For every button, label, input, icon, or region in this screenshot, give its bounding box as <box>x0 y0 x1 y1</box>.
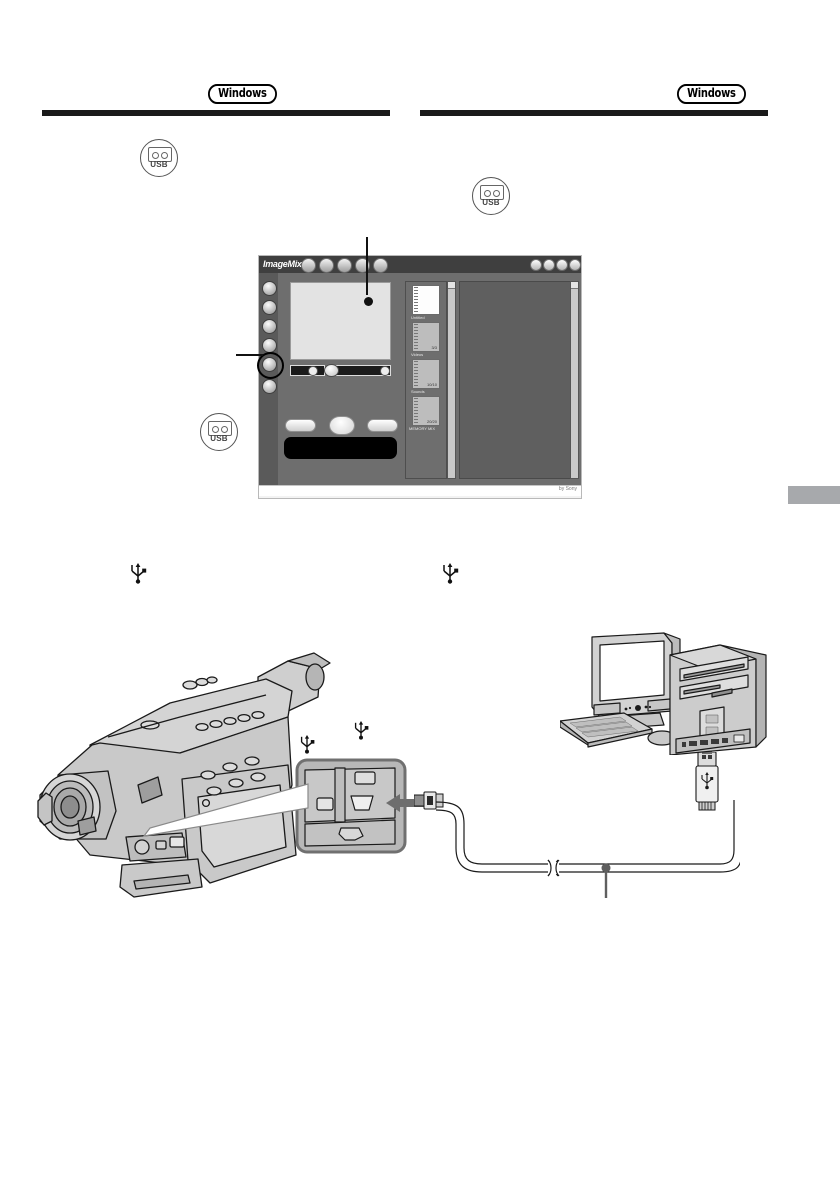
sidebar-highlight-ring <box>257 352 284 379</box>
status-display <box>284 437 397 459</box>
position-slider-knob[interactable] <box>380 366 390 376</box>
usb-cassette-icon-right: USB <box>472 177 510 215</box>
album-thumbnail[interactable]: 3/3 <box>412 322 440 352</box>
column-rule-right <box>420 110 768 116</box>
imagemixer-titlebar: ImageMixer <box>259 256 581 273</box>
volume-slider[interactable] <box>290 365 325 376</box>
desktop-computer-line-art <box>560 632 767 755</box>
album-scrollbar[interactable] <box>447 281 456 479</box>
sidebar-item-edit[interactable] <box>262 319 277 334</box>
main-scrollbar-thumb[interactable] <box>571 282 578 289</box>
capture-movie-button[interactable] <box>367 419 398 432</box>
credit-label: by Sony <box>558 486 577 492</box>
album-rings <box>414 398 418 424</box>
album-thumbnail[interactable]: 10/10 <box>412 359 440 389</box>
album-pane: Untitled 3/3 Videos 10/10 Sounds 20/20 M… <box>405 281 447 479</box>
volume-slider-knob[interactable] <box>308 366 318 376</box>
usb-jack-detail-callout <box>295 758 407 854</box>
usb-label-right: USB <box>482 198 500 207</box>
album-scrollbar-thumb[interactable] <box>448 282 455 289</box>
usb-label-callout: USB <box>210 434 228 443</box>
titlebar-mode-5-button[interactable] <box>373 258 388 273</box>
windows-badge-right: Windows <box>674 84 749 104</box>
usb-label-left: USB <box>150 160 168 169</box>
camcorder-line-art <box>37 652 331 898</box>
windows-badge-right-label: Windows <box>676 84 746 104</box>
sidebar-item-output[interactable] <box>262 379 277 394</box>
main-work-area[interactable] <box>459 281 571 479</box>
sidebar-item-album[interactable] <box>262 300 277 315</box>
titlebar-mode-1-button[interactable] <box>301 258 316 273</box>
usb-trident-symbol <box>354 721 369 740</box>
usb-plug-camcorder-end <box>414 791 444 810</box>
play-button[interactable] <box>324 364 339 377</box>
imagemixer-statusbar: by Sony <box>259 485 581 496</box>
album-label: Videos <box>411 352 424 357</box>
album-count: 3/3 <box>431 345 437 350</box>
album-rings <box>414 361 418 387</box>
main-scrollbar[interactable] <box>570 281 579 479</box>
usb-cassette-icon-left: USB <box>140 139 178 177</box>
album-label: Sounds <box>411 389 425 394</box>
close-icon[interactable] <box>569 259 581 271</box>
callout-leader-preview <box>366 237 368 295</box>
preview-monitor <box>290 282 391 360</box>
windows-badge-left-label: Windows <box>207 84 277 104</box>
page-side-tab <box>788 486 840 504</box>
imagemixer-sidebar <box>257 273 284 485</box>
usb-plug-pc-end <box>695 752 719 811</box>
album-rings <box>414 287 418 313</box>
cassette-body <box>148 147 172 162</box>
imagemixer-window[interactable]: ImageMixer <box>257 255 582 499</box>
album-thumbnail[interactable] <box>412 285 440 315</box>
sidebar-item-input[interactable] <box>262 281 277 296</box>
callout-leader-usb <box>236 354 263 356</box>
minimize-button[interactable] <box>530 259 542 271</box>
preview-callout-dot <box>364 297 373 306</box>
titlebar-mode-2-button[interactable] <box>319 258 334 273</box>
record-button[interactable] <box>329 416 355 435</box>
album-label: MEMORY MIX <box>409 426 436 431</box>
usb-cable <box>435 800 740 898</box>
capture-still-button[interactable] <box>285 419 316 432</box>
cassette-body <box>480 185 504 200</box>
column-rule-left <box>42 110 390 116</box>
settings-icon[interactable] <box>556 259 568 271</box>
windows-badge-left: Windows <box>205 84 280 104</box>
magnify-leader <box>142 783 309 837</box>
album-count: 10/10 <box>426 382 437 387</box>
imagemixer-logo: ImageMixer <box>263 259 310 269</box>
usb-trident-symbol <box>300 735 315 754</box>
usb-trident-symbol <box>131 563 147 584</box>
usb-cassette-icon-callout: USB <box>200 413 238 451</box>
usb-trident-symbol <box>443 563 459 584</box>
album-rings <box>414 324 418 350</box>
imagemixer-body: Untitled 3/3 Videos 10/10 Sounds 20/20 M… <box>257 273 581 485</box>
cassette-body <box>208 421 232 436</box>
sidebar-item-layout[interactable] <box>262 338 277 353</box>
album-thumbnail[interactable]: 20/20 <box>412 396 440 426</box>
album-count: 20/20 <box>426 419 437 424</box>
titlebar-mode-3-button[interactable] <box>337 258 352 273</box>
help-icon[interactable] <box>543 259 555 271</box>
album-label: Untitled <box>411 315 425 320</box>
connect-arrow-camcorder <box>386 794 424 812</box>
